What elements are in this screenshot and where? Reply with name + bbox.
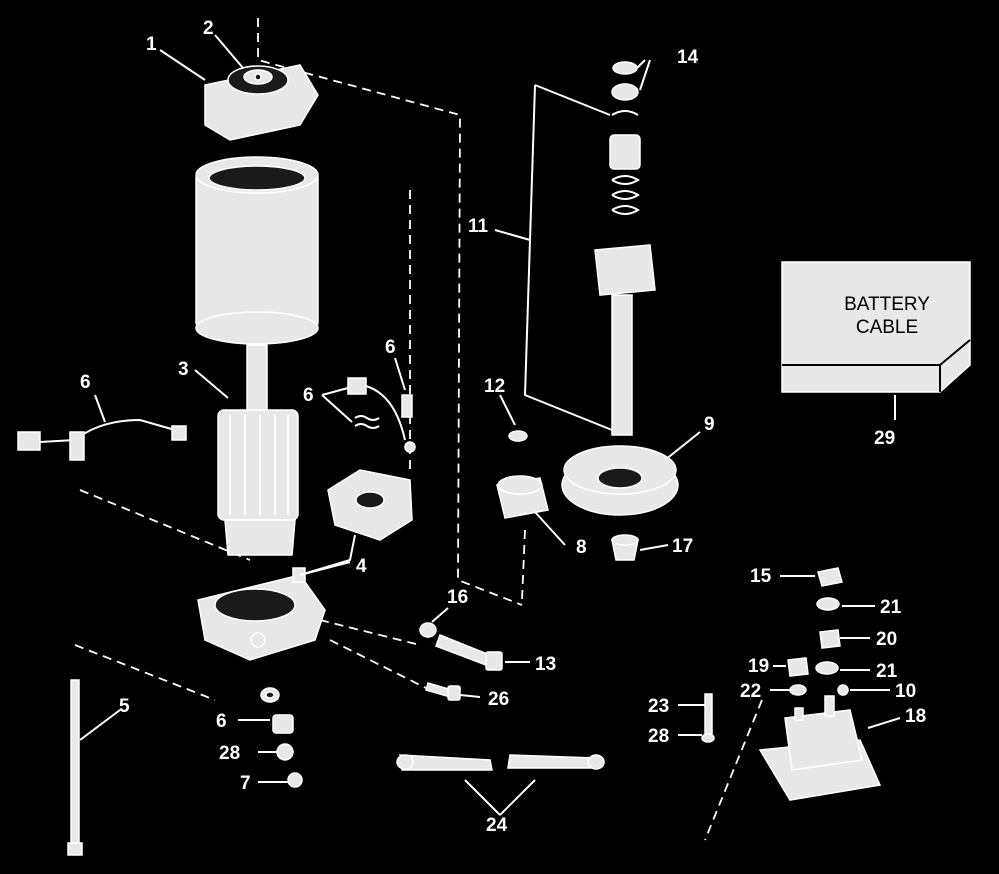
bendix-drive-assembly [594, 61, 656, 436]
label-6a: 6 [80, 372, 91, 393]
label-2: 2 [203, 18, 214, 39]
label-17: 17 [672, 536, 693, 557]
label-15: 15 [750, 566, 772, 587]
battery-box-line2: CABLE [856, 317, 918, 338]
label-6d: 6 [216, 711, 227, 732]
label-29: 29 [874, 428, 895, 449]
label-8: 8 [576, 537, 587, 558]
label-20: 20 [876, 629, 897, 650]
label-11: 11 [468, 216, 489, 237]
alignment-dashed-lines [74, 18, 763, 841]
armature [217, 344, 299, 556]
label-10: 10 [895, 681, 916, 702]
label-5: 5 [119, 696, 130, 717]
solenoid [758, 695, 882, 801]
lead-wire [17, 418, 187, 461]
lower-washers [260, 687, 303, 788]
large-gear [561, 445, 679, 516]
bushing [611, 534, 639, 561]
label-19: 19 [748, 656, 769, 677]
label-6b: 6 [303, 385, 314, 406]
battery-cable-box: BATTERY CABLE [781, 261, 971, 393]
label-16: 16 [447, 587, 468, 608]
label-12: 12 [484, 376, 505, 397]
label-3: 3 [178, 359, 189, 380]
through-bolt [67, 679, 83, 856]
solenoid-hardware [701, 567, 849, 743]
brush-spring-set [347, 377, 416, 453]
label-18: 18 [905, 706, 926, 727]
label-28a: 28 [219, 743, 240, 764]
label-24: 24 [486, 815, 508, 836]
label-7: 7 [240, 773, 251, 794]
label-1: 1 [146, 34, 157, 55]
drive-end-cap [204, 64, 319, 141]
brush-plate [327, 469, 413, 541]
cable-straps [396, 754, 605, 771]
label-6c: 6 [385, 337, 396, 358]
label-28b: 28 [648, 726, 669, 747]
label-21a: 21 [880, 597, 902, 618]
label-21b: 21 [876, 661, 898, 682]
label-9: 9 [704, 414, 715, 435]
label-23: 23 [648, 696, 669, 717]
small-gear [496, 475, 549, 519]
frame-housing [195, 156, 319, 345]
washer-12 [508, 430, 528, 442]
label-22: 22 [740, 681, 761, 702]
mounting-bolts [419, 622, 503, 701]
label-13: 13 [535, 654, 556, 675]
part-number-labels: 1 2 3 4 5 6 6 6 6 7 8 9 10 11 12 13 14 1… [80, 18, 926, 836]
label-4: 4 [356, 556, 367, 577]
battery-box-line1: BATTERY [844, 294, 930, 315]
commutator-end-cap [197, 567, 326, 661]
label-26: 26 [488, 689, 509, 710]
label-14: 14 [677, 47, 699, 68]
leader-lines [79, 34, 901, 816]
